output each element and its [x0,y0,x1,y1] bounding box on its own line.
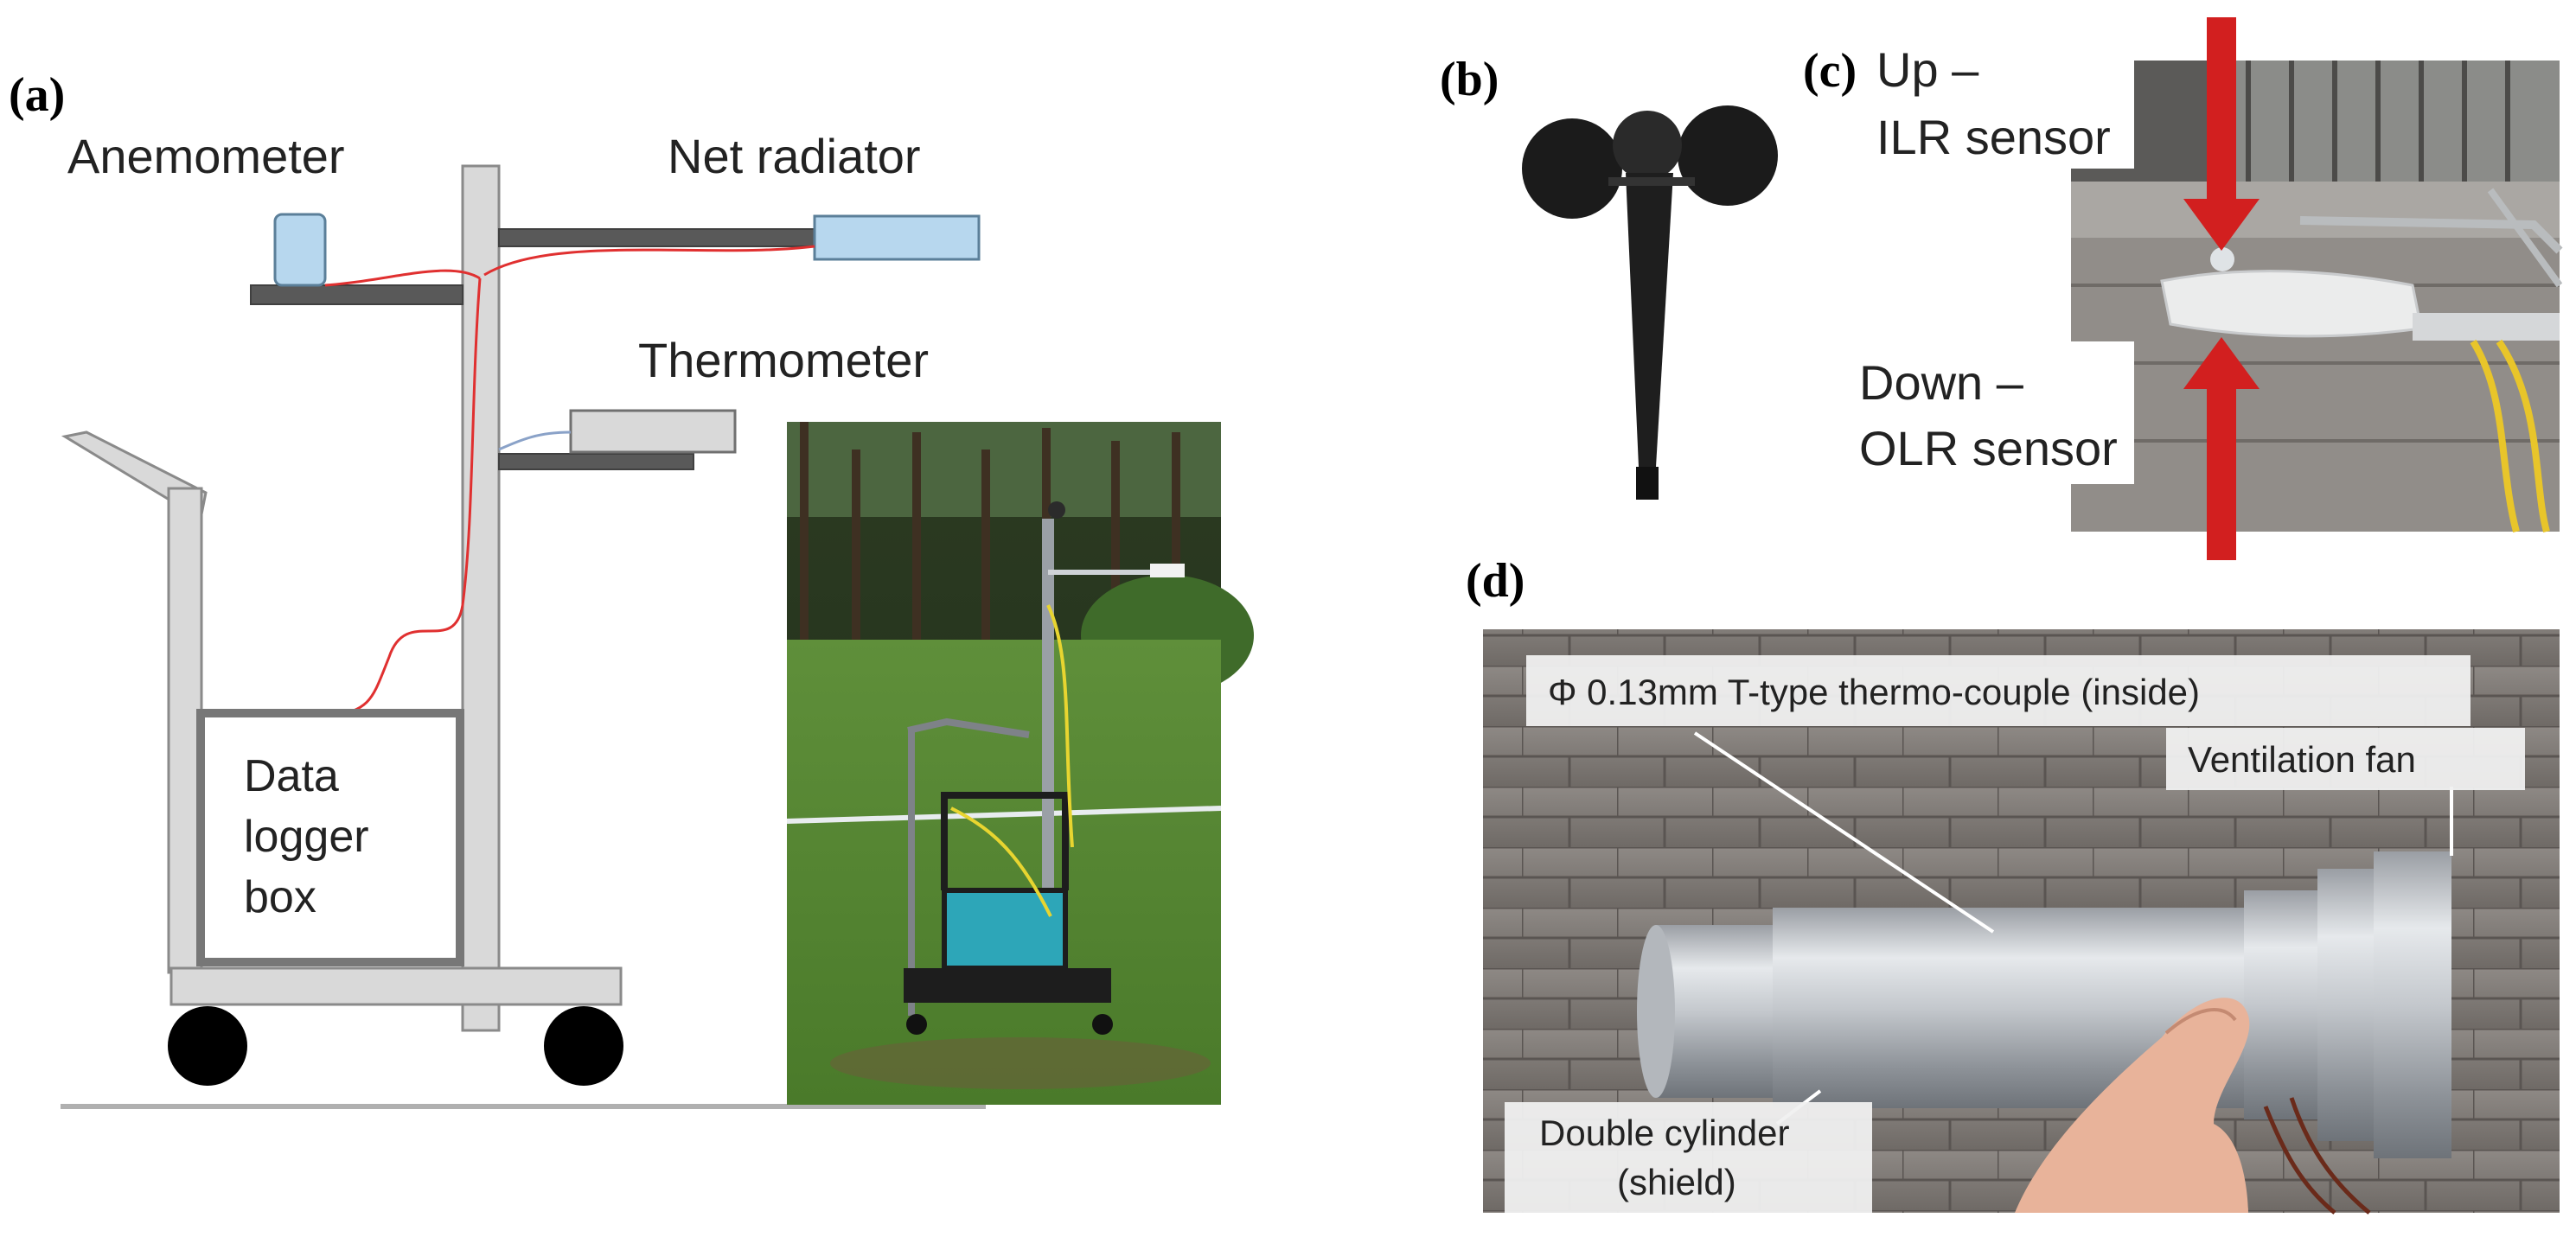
cart-handle [167,487,203,974]
thermometer-arm [498,453,694,470]
field-photo [786,422,1254,1105]
panel-d: (d) Φ 0.13mm T-type thermo-couple (insid… [1466,554,2560,1215]
down-label-line2: OLR sensor [1859,421,2118,475]
data-logger-box [196,709,464,966]
up-label-line2: ILR sensor [1876,110,2111,164]
up-label-line1: Up – [1876,42,1979,97]
cart-wheel-right [544,1006,623,1086]
anemometer-arm [250,284,463,305]
main-wire [328,277,482,719]
cart-wheel-left [168,1006,247,1086]
net-radiator-sensor [813,214,981,261]
logger-label-line3: box [244,872,316,922]
ventilation-fan-label: Ventilation fan [2188,739,2416,780]
up-arrow-olr [2183,337,2260,560]
logger-label-line2: logger [244,812,369,862]
panel-a-letter: (a) [9,68,65,122]
label-backing-down [1823,341,2134,484]
down-label-line1: Down – [1859,355,2024,410]
thermocouple-callout-box [1526,655,2471,726]
panel-a: (a) Data logger box Anemometer Net r [9,68,1254,1109]
thermometer-label: Thermometer [638,333,929,387]
thermometer-wire [498,430,572,451]
panel-d-letter: (d) [1466,554,1525,608]
panel-b: (b) [1440,53,1778,500]
net-radiator-label: Net radiator [668,129,921,183]
anemometer-label: Anemometer [67,129,345,183]
panel-c: (c) Up – ILR sensor Down – OLR sensor [1803,17,2563,560]
panel-b-letter: (b) [1440,53,1499,106]
radiator-wire [483,245,815,277]
shield-label-line1: Double cylinder [1539,1113,1790,1153]
thermometer-sensor [569,409,737,454]
shield-callout-box [1505,1102,1872,1213]
cart-mast [461,164,501,1032]
fan-callout-box [2166,728,2525,790]
anemometer-photo [1522,105,1778,500]
thermocouple-label: Φ 0.13mm T-type thermo-couple (inside) [1548,672,2200,712]
logger-label-line1: Data [244,751,339,801]
panel-c-letter: (c) [1803,44,1857,98]
radiator-arm [498,228,815,247]
anemometer-sensor [273,213,327,287]
radiometer-photo [2071,61,2563,533]
cart-base [169,966,623,1006]
thermocouple-leader [1693,731,1995,934]
down-arrow-ilr [2183,17,2260,251]
anemometer-wire [324,269,481,287]
label-backing-up [1823,35,2134,169]
shield-label-line2: (shield) [1617,1162,1736,1202]
